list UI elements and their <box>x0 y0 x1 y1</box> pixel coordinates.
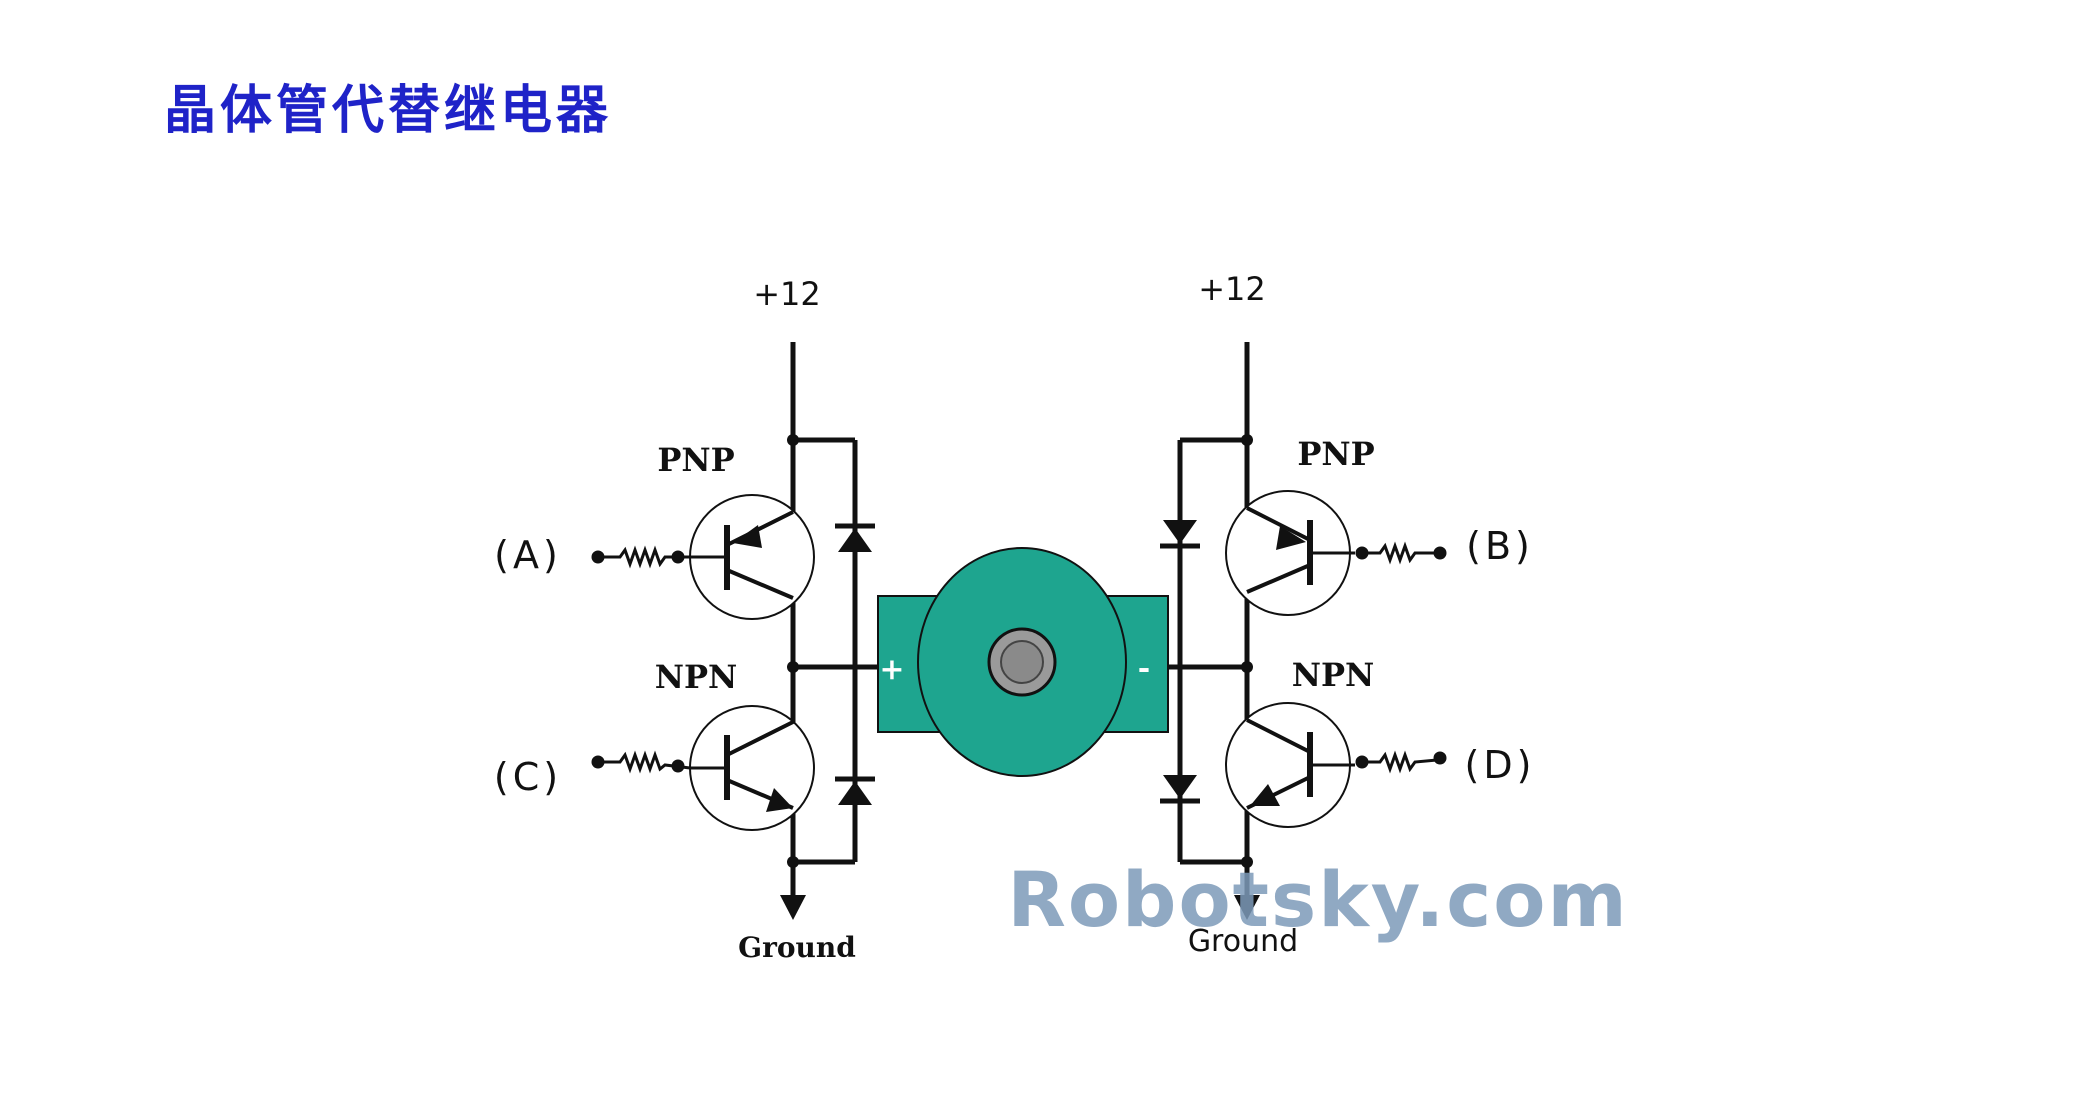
ground-label-left: Ground <box>738 931 856 964</box>
input-label-a: (A) <box>494 533 562 577</box>
input-d-wire <box>1355 750 1447 774</box>
page-title: 晶体管代替继电器 <box>164 80 613 141</box>
right-half-bridge <box>1168 342 1250 895</box>
ground-arrow-right <box>1234 895 1260 920</box>
diode-top-right <box>1160 520 1200 549</box>
pnp-transistor-left <box>689 494 815 620</box>
npn-label-right: NPN <box>1292 656 1375 694</box>
node-dot <box>787 434 799 446</box>
node-dot <box>1241 661 1253 673</box>
supply-label-right: +12 <box>1198 270 1266 308</box>
diode-bottom-right <box>1160 775 1200 804</box>
node-dot <box>787 856 799 868</box>
dc-motor <box>877 547 1169 777</box>
input-label-d: (D) <box>1465 743 1536 787</box>
diode-top-left <box>835 523 875 552</box>
input-c-wire <box>591 750 691 774</box>
node-dot <box>1241 856 1253 868</box>
npn-transistor-right <box>1225 702 1355 828</box>
input-label-c: (C) <box>494 755 562 799</box>
diode-bottom-left <box>835 776 875 805</box>
npn-transistor-left <box>689 705 815 831</box>
input-b-wire <box>1355 541 1447 565</box>
motor-plus-label: + <box>879 652 904 687</box>
node-dot <box>1241 434 1253 446</box>
watermark: Robotsky.com <box>1007 855 1628 944</box>
left-half-bridge <box>790 342 878 895</box>
node-dot <box>787 661 799 673</box>
input-label-b: (B) <box>1466 524 1534 568</box>
ground-label-right: Ground <box>1188 924 1298 959</box>
pnp-label-right: PNP <box>1297 435 1374 473</box>
pnp-label-left: PNP <box>657 441 734 479</box>
input-a-wire <box>591 545 690 569</box>
supply-label-left: +12 <box>753 275 821 313</box>
npn-label-left: NPN <box>655 658 738 696</box>
pnp-transistor-right <box>1225 490 1355 616</box>
motor-minus-label: - <box>1138 651 1150 686</box>
ground-arrow-left <box>780 895 806 920</box>
